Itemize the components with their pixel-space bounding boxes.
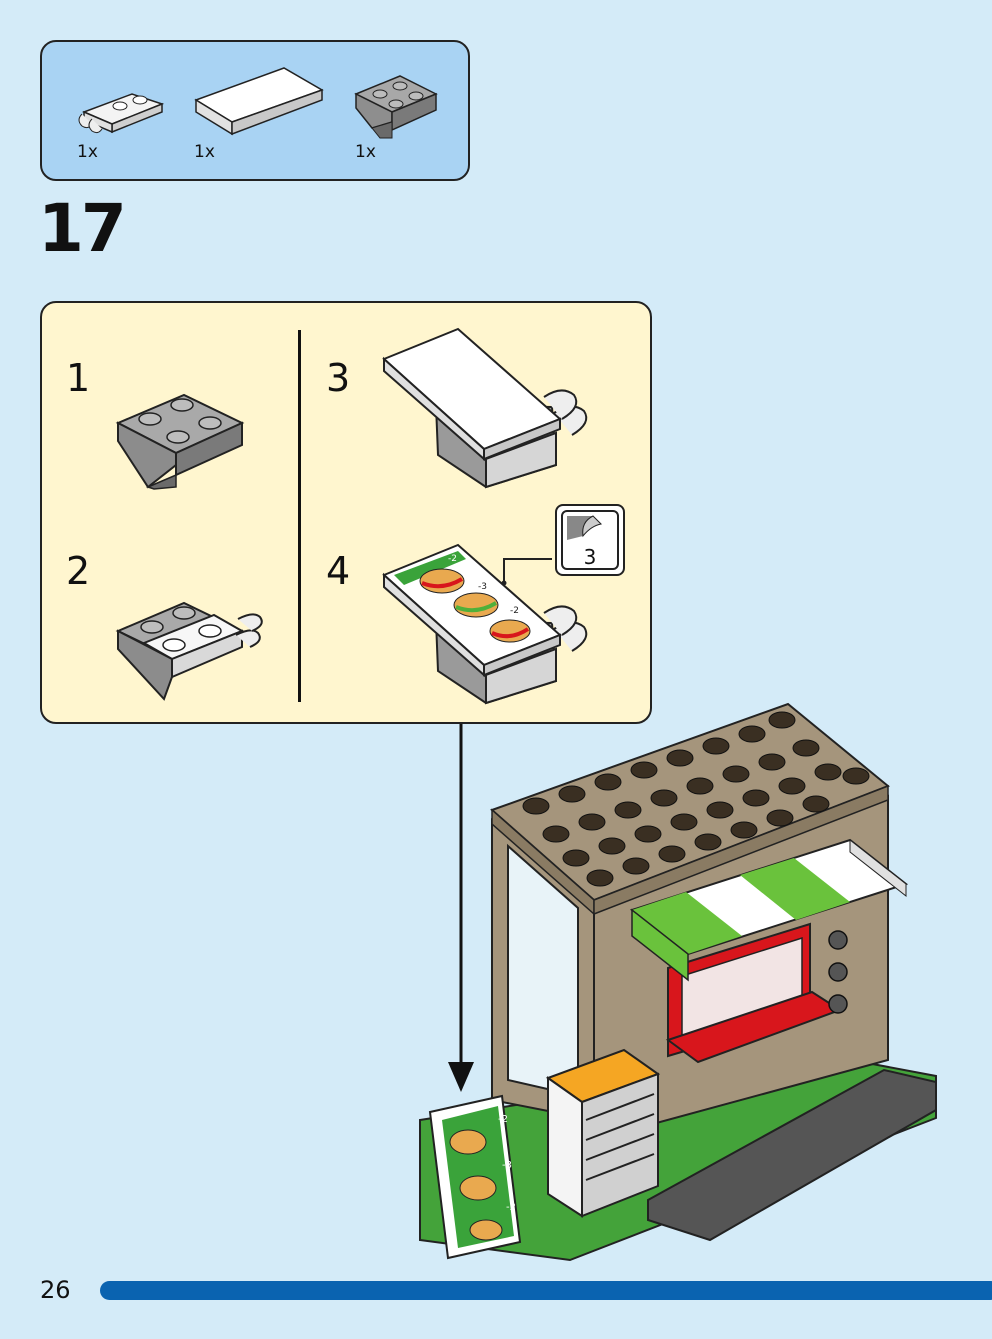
placement-arrow (448, 724, 474, 1092)
plate-with-clip-part (78, 93, 165, 134)
sign-price: -2 (448, 554, 457, 564)
step-number: 17 (38, 190, 127, 267)
substep-number: 4 (326, 549, 351, 593)
part-quantity: 1x (77, 142, 98, 162)
substep-number: 3 (326, 356, 351, 400)
part-quantity: 1x (355, 142, 376, 162)
substep-1-illustration (115, 393, 245, 490)
sticker-sheet-icon (567, 515, 603, 540)
part-quantity: 1x (194, 142, 215, 162)
substep-number: 2 (66, 549, 91, 593)
sticker-callout: 3 (555, 504, 625, 576)
sign-price: -3 (478, 582, 487, 592)
grey-inverted-slope-part (354, 75, 438, 139)
page-number: 26 (40, 1276, 71, 1304)
menu-sign: -2 -3 -2 (428, 1094, 522, 1260)
substep-number: 1 (66, 356, 91, 400)
sign-price: -2 (510, 606, 519, 616)
sticker-number: 3 (583, 545, 597, 569)
sign-price: -2 (498, 1114, 508, 1125)
substep-divider (298, 330, 301, 702)
parts-list-panel: 1x 1x 1x (40, 40, 470, 181)
sign-price: -2 (506, 1202, 516, 1213)
sign-price: -3 (502, 1160, 512, 1171)
subassembly-panel: 1 2 3 4 (40, 301, 652, 724)
substep-2-illustration (115, 601, 263, 701)
substep-4-illustration: -2 -3 -2 (382, 543, 588, 705)
white-tile-part (194, 67, 324, 136)
page-progress-bar (100, 1281, 992, 1300)
substep-3-illustration (382, 327, 588, 489)
sandwich-shop-model: -2 -3 -2 (419, 702, 937, 1262)
